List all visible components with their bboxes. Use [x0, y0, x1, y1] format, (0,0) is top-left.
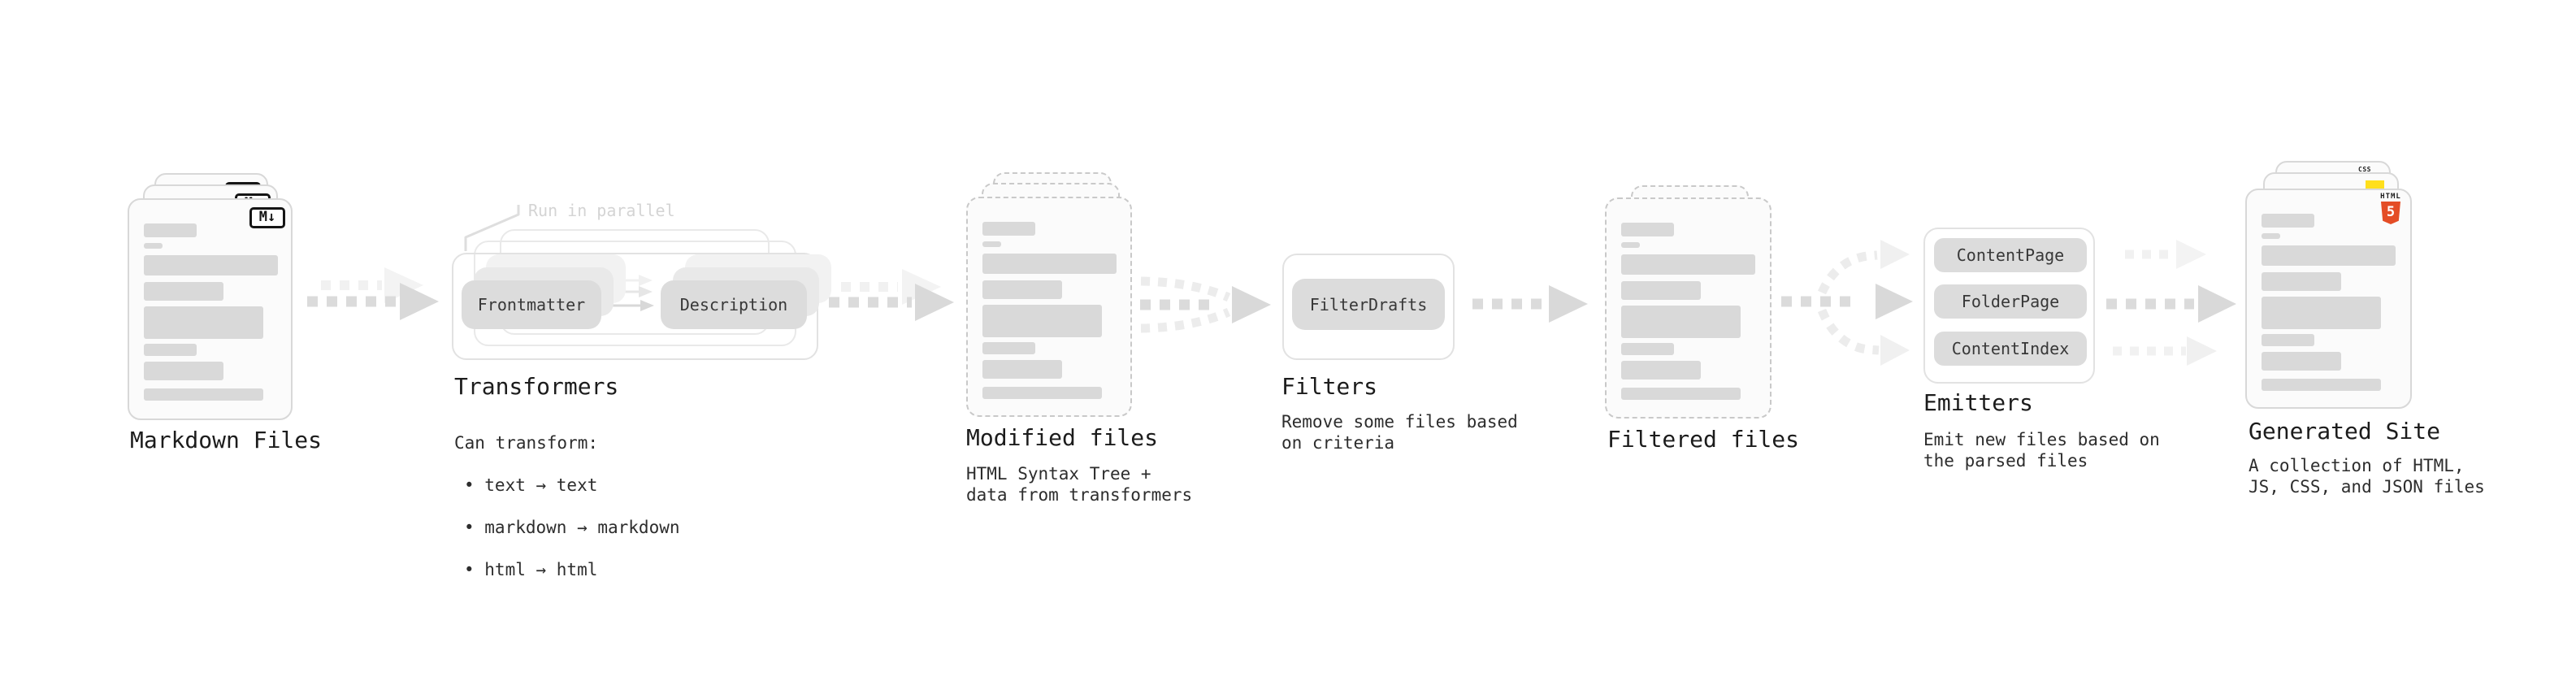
text-placeholder-bar: [982, 360, 1062, 379]
text-placeholder-bar: [982, 241, 1001, 247]
html5-badge-icon: HTML 5: [2380, 193, 2401, 224]
filtered-file-card: [1605, 197, 1772, 419]
text-placeholder-bar: [1621, 281, 1701, 300]
css-badge-label: CSS: [2358, 166, 2371, 173]
text-placeholder-bar: [1621, 223, 1674, 236]
text-placeholder-bar: [2262, 272, 2341, 291]
arrow-modified-to-filters-converge: [1140, 276, 1271, 333]
transformers-desc-heading: Can transform:: [454, 433, 599, 453]
arrow-transformers-to-modified: [829, 269, 954, 321]
modified-file-card: [966, 197, 1132, 417]
emitter-node-folderpage: FolderPage: [1934, 284, 2087, 319]
transformer-node-description: Description: [661, 280, 807, 329]
transformers-desc-item: • text → text: [464, 475, 598, 495]
text-placeholder-bar: [144, 344, 197, 356]
text-placeholder-bar: [1621, 361, 1701, 380]
stage-title-markdown: Markdown Files: [130, 427, 323, 453]
text-placeholder-bar: [982, 280, 1062, 299]
filters-description: Remove some files based on criteria: [1281, 412, 1518, 453]
text-placeholder-bar: [144, 362, 223, 380]
text-placeholder-bar: [982, 254, 1117, 274]
filter-node-filterdrafts: FilterDrafts: [1292, 279, 1445, 330]
note-leader-line: [464, 205, 520, 251]
generated-description: A collection of HTML, JS, CSS, and JSON …: [2249, 456, 2485, 497]
transformers-description: Can transform: • text → text • markdown …: [454, 411, 680, 601]
arrow-filtered-to-emitters-diverge: [1781, 240, 1913, 366]
transformers-desc-item: • markdown → markdown: [464, 518, 680, 537]
stage-title-filters: Filters: [1281, 373, 1378, 400]
text-placeholder-bar: [982, 305, 1102, 337]
transformer-node-frontmatter: Frontmatter: [462, 280, 601, 329]
text-placeholder-bar: [2262, 214, 2314, 228]
filters-frame: [1282, 254, 1455, 360]
emitters-frame: [1923, 228, 2095, 384]
arrow-filters-to-filtered: [1472, 285, 1588, 323]
text-placeholder-bar: [144, 282, 223, 301]
text-placeholder-bar: [2262, 334, 2314, 346]
markdown-file-card: M↓: [128, 198, 293, 420]
text-placeholder-bar: [144, 255, 278, 275]
text-placeholder-bar: [144, 306, 263, 339]
text-placeholder-bar: [2262, 352, 2341, 371]
stage-title-generated: Generated Site: [2249, 418, 2441, 445]
text-placeholder-bar: [2262, 297, 2381, 329]
text-placeholder-bar: [1621, 254, 1755, 275]
html5-badge-label: HTML: [2380, 193, 2401, 201]
stage-title-emitters: Emitters: [1923, 389, 2033, 416]
html5-shield: 5: [2381, 202, 2400, 224]
text-placeholder-bar: [1621, 242, 1640, 248]
text-placeholder-bar: [144, 243, 163, 249]
emitter-node-contentindex: ContentIndex: [1934, 332, 2087, 366]
transformers-desc-item: • html → html: [464, 560, 598, 579]
run-in-parallel-note: Run in parallel: [528, 201, 675, 220]
arrow-markdown-to-transformers: [307, 267, 439, 320]
text-placeholder-bar: [1621, 343, 1674, 355]
text-placeholder-bar: [1621, 388, 1741, 400]
emitter-node-contentpage: ContentPage: [1934, 238, 2087, 272]
arrow-emitters-to-site: [2106, 240, 2236, 366]
text-placeholder-bar: [982, 222, 1035, 236]
text-placeholder-bar: [144, 223, 197, 237]
stage-title-filtered: Filtered files: [1607, 426, 1800, 453]
emitters-description: Emit new files based on the parsed files: [1923, 430, 2160, 471]
stage-title-transformers: Transformers: [454, 373, 619, 400]
text-placeholder-bar: [144, 388, 263, 401]
text-placeholder-bar: [982, 387, 1102, 399]
text-placeholder-bar: [1621, 306, 1741, 338]
text-placeholder-bar: [982, 342, 1035, 354]
markdown-badge-icon: M↓: [249, 207, 285, 228]
text-placeholder-bar: [2262, 245, 2396, 266]
text-placeholder-bar: [2262, 379, 2381, 391]
text-placeholder-bar: [2262, 233, 2280, 239]
site-file-card-html: HTML 5: [2245, 189, 2412, 409]
modified-description: HTML Syntax Tree + data from transformer…: [966, 464, 1193, 505]
stage-title-modified: Modified files: [966, 424, 1159, 451]
